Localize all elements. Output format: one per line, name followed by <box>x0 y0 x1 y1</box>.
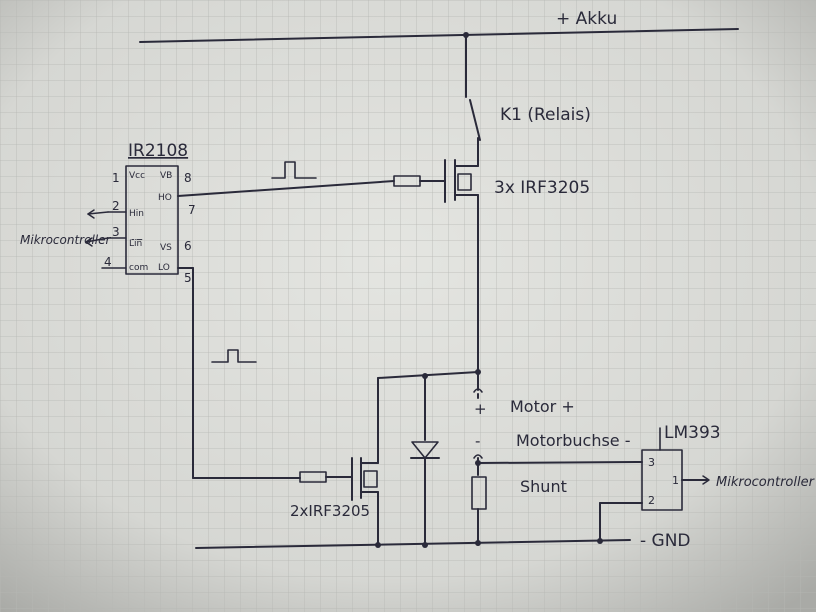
ic-inner-com: com <box>129 263 148 273</box>
shunt-label: Shunt <box>520 477 567 496</box>
comparator-pin-3: 3 <box>648 456 655 469</box>
gnd-label: - GND <box>640 531 691 551</box>
ic-inner-lin: Lin <box>129 239 142 249</box>
ho-wire <box>177 180 395 197</box>
ic-inner-vcc: Vcc <box>129 171 145 181</box>
ic-inner-hin: Hin <box>129 209 144 219</box>
mcu-left-label: Mikrocontroller <box>20 233 111 247</box>
ic-ir2108-body <box>125 165 179 275</box>
ic-inner-ho: HO <box>158 193 172 203</box>
pwm-pulse-high <box>271 161 317 179</box>
plus-sign-label: + <box>474 400 487 418</box>
high-fet-label: 3x IRF3205 <box>494 178 590 198</box>
sense-wire <box>477 461 643 464</box>
low-side-mosfet <box>351 377 379 546</box>
akku-rail <box>139 28 739 43</box>
ic-inner-lo: LO <box>158 263 170 273</box>
ic-pin-5: 5 <box>184 271 192 285</box>
mcu-right-label: Mikrocontroller <box>716 475 816 490</box>
ic-pin-4: 4 <box>104 255 112 269</box>
motor-plus-label: Motor + <box>510 397 575 416</box>
minus-sign-label: - <box>475 432 480 450</box>
relay-switch <box>469 99 481 141</box>
ic-name-label: IR2108 <box>128 141 188 161</box>
comparator-label: LM393 <box>664 423 721 443</box>
ic-inner-labels: Vcc Hin Lin com VB HO VS LO <box>129 171 172 273</box>
ic-pin-1: 1 <box>112 171 120 185</box>
ic-pin-2: 2 <box>112 199 120 213</box>
ic-pin-6: 6 <box>184 239 192 253</box>
motorbuchse-label: Motorbuchse - <box>516 431 631 450</box>
freewheel-diode <box>411 441 439 459</box>
ic-pin-numbers: 1 2 3 4 8 7 6 5 <box>104 171 196 285</box>
ic-pin-3: 3 <box>112 225 120 239</box>
gnd-rail <box>195 539 631 549</box>
wiring <box>85 28 739 549</box>
ic-pin-8: 8 <box>184 171 192 185</box>
junction-dots <box>375 32 603 548</box>
pwm-pulse-low <box>211 349 257 363</box>
relay-label: K1 (Relais) <box>500 105 591 125</box>
high-side-mosfet <box>444 159 479 373</box>
motor-plus-terminal <box>473 388 483 393</box>
motor-node-bar <box>377 371 479 379</box>
low-fet-label: 2xIRF3205 <box>290 502 370 520</box>
ic-inner-vb: VB <box>160 171 172 181</box>
comparator-pin-1: 1 <box>672 474 679 487</box>
ic-inner-vs: VS <box>160 243 172 253</box>
akku-label: + Akku <box>556 9 617 29</box>
ic-pin-7: 7 <box>188 203 196 217</box>
comparator-pin-2: 2 <box>648 494 655 507</box>
motor-minus-terminal <box>473 454 483 459</box>
